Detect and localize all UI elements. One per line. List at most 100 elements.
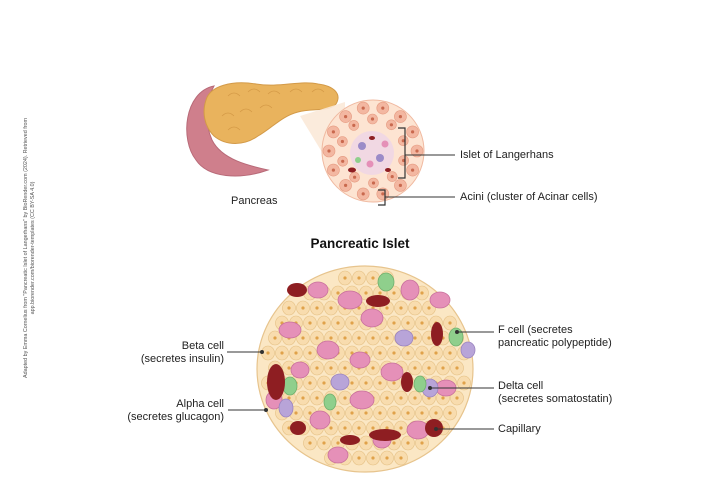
beta-cell-nucleus [462, 381, 466, 385]
beta-cell-nucleus [420, 321, 424, 325]
beta-cell-nucleus [385, 396, 389, 400]
beta-cell-nucleus [273, 336, 277, 340]
beta-cell-nucleus [448, 411, 452, 415]
beta-cell-nucleus [336, 291, 340, 295]
beta-cell-nucleus [343, 366, 347, 370]
acinar-nucleus [353, 175, 357, 179]
other-cells [265, 272, 476, 464]
acinar-nucleus [361, 192, 365, 196]
beta-cell-nucleus [371, 366, 375, 370]
beta-cell-nucleus [371, 426, 375, 430]
acinar-nucleus [411, 168, 415, 172]
beta-cell-nucleus [343, 336, 347, 340]
beta-cell-nucleus [420, 411, 424, 415]
capillaries [267, 283, 443, 445]
beta-cell-nucleus [364, 291, 368, 295]
beta-cell-nucleus [427, 366, 431, 370]
beta-cell-nucleus [385, 306, 389, 310]
acinar-nucleus [411, 130, 415, 134]
beta-cell-nucleus [350, 411, 354, 415]
beta-cell-nucleus [315, 396, 319, 400]
acinar-nucleus [398, 183, 402, 187]
acinar-nucleus [344, 115, 348, 119]
beta-cell-nucleus [343, 426, 347, 430]
beta-cell-nucleus [357, 306, 361, 310]
beta-cell-nucleus [364, 411, 368, 415]
beta-cell-nucleus [399, 456, 403, 460]
acinar-nucleus [340, 139, 344, 144]
acinar-nucleus [390, 175, 394, 179]
beta-cell-nucleus [350, 351, 354, 355]
beta-cell-nucleus [357, 426, 361, 430]
acinar-nucleus [361, 106, 365, 110]
beta-cell-nucleus [301, 396, 305, 400]
acinar-nucleus [327, 149, 331, 153]
beta-cell-nucleus [413, 396, 417, 400]
acinar-nucleus [370, 117, 375, 121]
beta-cell-nucleus [413, 366, 417, 370]
beta-cell-nucleus [294, 351, 298, 355]
beta-cell-nucleus [329, 366, 333, 370]
acinar-nucleus [344, 183, 348, 187]
beta-cell-nucleus [308, 411, 312, 415]
beta-cell-nucleus [322, 321, 326, 325]
beta-cell-nucleus [294, 411, 298, 415]
beta-cell-nucleus [378, 381, 382, 385]
beta-cell-nucleus [301, 336, 305, 340]
beta-cell-nucleus [441, 366, 445, 370]
f-cell-label: F cell (secretes pancreatic polypeptide) [498, 324, 612, 350]
beta-cell-name: Beta cell [181, 340, 224, 352]
beta-cell-nucleus [399, 396, 403, 400]
beta-cell-nucleus [350, 381, 354, 385]
beta-cell-nucleus [357, 276, 361, 280]
beta-cell-nucleus [420, 441, 424, 445]
beta-cell-nucleus [308, 351, 312, 355]
pancreas-label: Pancreas [231, 195, 278, 207]
beta-cell-nucleus [420, 291, 424, 295]
acinar-nucleus [341, 159, 345, 163]
beta-cell-nucleus [392, 411, 396, 415]
beta-cell-nucleus [385, 426, 389, 430]
beta-cell-nucleus [406, 351, 410, 355]
beta-cell-nucleus [399, 306, 403, 310]
beta-cell-nucleus [420, 351, 424, 355]
acinar-nucleus [381, 192, 385, 196]
beta-cell-nucleus [336, 441, 340, 445]
beta-cell-nucleus [392, 381, 396, 385]
beta-cell-nucleus [406, 411, 410, 415]
alpha-cell-function: (secretes glucagon) [127, 411, 224, 423]
beta-cell-nucleus [392, 351, 396, 355]
acinar-nucleus [352, 123, 356, 127]
beta-cell-nucleus [308, 321, 312, 325]
beta-cell-nucleus [350, 321, 354, 325]
beta-cell-nucleus [315, 366, 319, 370]
pancreas-lobules [221, 88, 325, 131]
beta-cell-nucleus [280, 351, 284, 355]
acinar-nucleus [331, 168, 335, 172]
beta-cell-nucleus [427, 336, 431, 340]
beta-cell-nucleus [413, 336, 417, 340]
acinar-nucleus [389, 123, 393, 127]
beta-cell-nucleus [329, 306, 333, 310]
alpha-cell-name: Alpha cell [176, 398, 224, 410]
acinar-nucleus [415, 149, 419, 153]
beta-cell-nucleus [371, 456, 375, 460]
islet-bracket [398, 127, 406, 179]
islet-title: Pancreatic Islet [310, 236, 410, 251]
beta-cell-nucleus [287, 366, 291, 370]
beta-cell-nucleus [448, 351, 452, 355]
acini-islet-core [348, 131, 394, 175]
beta-cell-nucleus [308, 441, 312, 445]
beta-cell-nucleus [455, 366, 459, 370]
beta-cell-nucleus [385, 456, 389, 460]
beta-cell-nucleus [364, 441, 368, 445]
beta-cell-nucleus [357, 336, 361, 340]
beta-cell-nucleus [455, 396, 459, 400]
beta-cell-nucleus [378, 291, 382, 295]
beta-cell-nucleus [343, 276, 347, 280]
f-cell-name: F cell (secretes [498, 324, 573, 336]
islet-leader-lines [227, 330, 494, 431]
beta-cell-nucleus [287, 396, 291, 400]
beta-cell-nucleus [413, 306, 417, 310]
